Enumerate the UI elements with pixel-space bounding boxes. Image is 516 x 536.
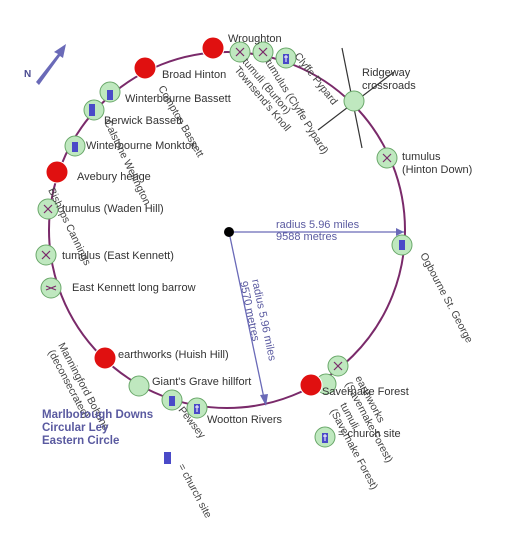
ley-circle: [48, 51, 406, 409]
red-site-avebury: [45, 160, 69, 184]
church-icon: [72, 142, 78, 152]
title-line2: Circular Ley: [42, 422, 109, 434]
north-arrow-icon: [36, 44, 66, 85]
church-icon: [169, 396, 175, 406]
legend-church-label-rotated: = church site: [175, 462, 214, 521]
label-tumulus-hinton-1: tumulus: [402, 151, 441, 163]
radius-lines: [228, 228, 404, 406]
red-site-huish: [93, 346, 117, 370]
north-label: N: [24, 69, 31, 80]
red-site-wroughton: [201, 36, 225, 60]
red-site-broad-hinton: [133, 56, 157, 80]
tumulus-marks: [41, 47, 392, 371]
church-crosses: [195, 55, 327, 441]
legend-church-label: = church site: [338, 428, 401, 440]
label-savernake: Savernake Forest: [322, 386, 409, 398]
radius-horizontal-line2: 9588 metres: [276, 231, 338, 243]
title-line1: Marlborough Downs: [42, 409, 153, 421]
label-east-kennett-barrow: East Kennett long barrow: [72, 282, 196, 294]
red-sites: [45, 36, 323, 397]
title-line3: Eastern Circle: [42, 435, 119, 447]
label-tumulus-waden: tumulus (Waden Hill): [62, 203, 164, 215]
church-icon: [89, 104, 95, 116]
label-berwick-bassett: Berwick Bassett: [104, 115, 182, 127]
label-wroughton: Wroughton: [228, 33, 282, 45]
radius-horizontal-line1: radius 5.96 miles: [276, 219, 360, 231]
label-tumulus-east-kennett: tumulus (East Kennett): [62, 250, 174, 262]
label-winterbourne-bassett: Winterbourne Bassett: [125, 93, 231, 105]
label-ridgeway-1: Ridgeway: [362, 67, 411, 79]
church-icon: [399, 240, 405, 250]
label-calstone-wellington: Calstone Wellington: [101, 118, 153, 207]
label-tumulus-hinton-2: (Hinton Down): [402, 164, 472, 176]
church-icon: [164, 452, 171, 464]
church-icon: [107, 90, 113, 100]
label-broad-hinton: Broad Hinton: [162, 69, 226, 81]
label-avebury: Avebury henge: [77, 171, 151, 183]
center-dot: [224, 227, 234, 237]
label-winterbourne-monkton: Winterbourne Monkton: [86, 140, 197, 152]
label-earthworks-huish: earthworks (Huish Hill): [118, 349, 229, 361]
red-site-savernake: [299, 373, 323, 397]
label-giants-grave: Giant's Grave hillfort: [152, 376, 251, 388]
label-ogbourne: Ogbourne St. George: [417, 251, 475, 345]
label-ridgeway-2: crossroads: [362, 80, 416, 92]
label-wootton-rivers: Wootton Rivers: [207, 414, 282, 426]
